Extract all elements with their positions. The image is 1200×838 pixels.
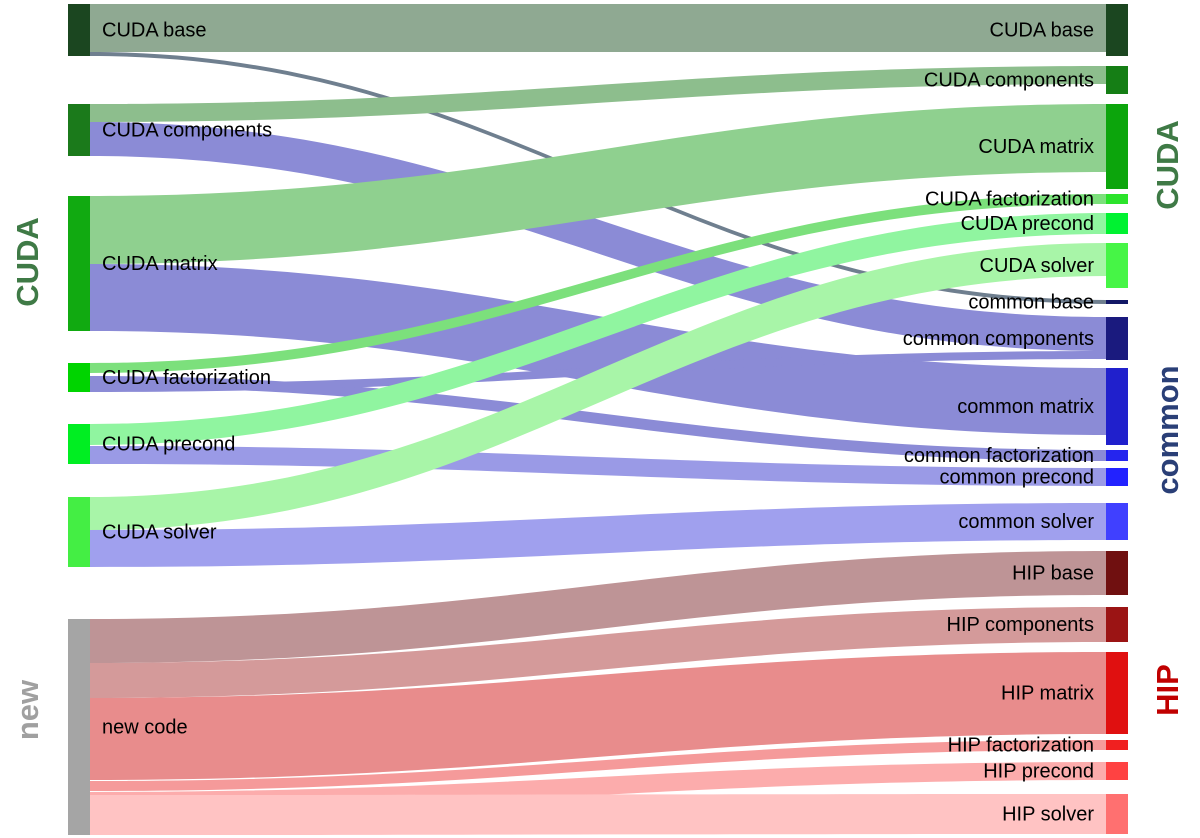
sankey-node[interactable] xyxy=(1106,503,1128,540)
sankey-link[interactable] xyxy=(90,104,1106,264)
sankey-node[interactable] xyxy=(1106,194,1128,204)
sankey-node-label: CUDA solver xyxy=(980,255,1095,277)
sankey-node[interactable] xyxy=(1106,794,1128,834)
sankey-link[interactable] xyxy=(90,4,1106,52)
sankey-node[interactable] xyxy=(1106,368,1128,445)
sankey-node-label: common precond xyxy=(939,466,1094,488)
sankey-node-label: CUDA solver xyxy=(102,521,217,543)
sankey-node-label: CUDA base xyxy=(990,19,1095,41)
sankey-node-label: new code xyxy=(102,716,188,738)
sankey-node[interactable] xyxy=(1106,300,1128,304)
sankey-node-label: common components xyxy=(903,328,1094,350)
sankey-group-label: common xyxy=(1150,365,1185,494)
sankey-node-label: common base xyxy=(968,291,1094,313)
sankey-node[interactable] xyxy=(1106,66,1128,94)
sankey-node-label: CUDA factorization xyxy=(925,188,1094,210)
sankey-node[interactable] xyxy=(68,619,90,835)
sankey-node-label: CUDA matrix xyxy=(102,253,218,275)
sankey-node[interactable] xyxy=(1106,317,1128,360)
sankey-link[interactable] xyxy=(90,194,1106,373)
sankey-node-label: common matrix xyxy=(957,396,1094,418)
sankey-node-label: CUDA precond xyxy=(961,213,1094,235)
sankey-node-label: HIP base xyxy=(1012,562,1094,584)
sankey-node-label: HIP factorization xyxy=(948,734,1094,756)
sankey-group-label: CUDA xyxy=(10,217,45,307)
sankey-node-label: CUDA components xyxy=(102,119,272,141)
sankey-node-label: HIP matrix xyxy=(1001,682,1094,704)
sankey-link[interactable] xyxy=(90,740,1106,791)
sankey-node[interactable] xyxy=(1106,762,1128,780)
sankey-node-label: HIP precond xyxy=(983,760,1094,782)
sankey-node-label: CUDA precond xyxy=(102,433,235,455)
sankey-link[interactable] xyxy=(90,66,1106,122)
sankey-node-label: common solver xyxy=(958,511,1094,533)
sankey-node-label: CUDA base xyxy=(102,19,207,41)
sankey-link[interactable] xyxy=(90,213,1106,445)
sankey-node[interactable] xyxy=(1106,740,1128,750)
sankey-node[interactable] xyxy=(1106,607,1128,642)
sankey-node[interactable] xyxy=(68,363,90,392)
sankey-link[interactable] xyxy=(90,652,1106,780)
sankey-link[interactable] xyxy=(90,551,1106,663)
sankey-node[interactable] xyxy=(68,424,90,464)
sankey-group-label: HIP xyxy=(1150,664,1185,716)
sankey-link[interactable] xyxy=(90,446,1106,486)
sankey-node-label: HIP components xyxy=(947,614,1095,636)
sankey-node[interactable] xyxy=(68,104,90,156)
sankey-link[interactable] xyxy=(90,376,1106,461)
sankey-node[interactable] xyxy=(1106,450,1128,461)
sankey-link[interactable] xyxy=(90,264,1106,435)
sankey-node[interactable] xyxy=(1106,104,1128,189)
sankey-group-label: new xyxy=(10,679,45,740)
sankey-node-label: common factorization xyxy=(904,445,1094,467)
sankey-node[interactable] xyxy=(68,196,90,331)
sankey-node[interactable] xyxy=(1106,4,1128,56)
sankey-group-label: CUDA xyxy=(1150,120,1185,210)
sankey-links xyxy=(90,4,1106,835)
sankey-node-label: CUDA matrix xyxy=(978,136,1094,158)
sankey-node[interactable] xyxy=(1106,213,1128,234)
sankey-node-label: CUDA factorization xyxy=(102,367,271,389)
sankey-node[interactable] xyxy=(1106,551,1128,595)
sankey-node[interactable] xyxy=(1106,243,1128,288)
sankey-nodes xyxy=(68,4,1128,835)
sankey-link[interactable] xyxy=(90,243,1106,530)
sankey-node-label: HIP solver xyxy=(1002,803,1094,825)
sankey-link[interactable] xyxy=(90,607,1106,698)
sankey-node-label: CUDA components xyxy=(924,69,1094,91)
sankey-node[interactable] xyxy=(1106,468,1128,486)
sankey-link[interactable] xyxy=(90,794,1106,835)
sankey-node[interactable] xyxy=(1106,652,1128,734)
sankey-node[interactable] xyxy=(68,4,90,56)
sankey-node[interactable] xyxy=(68,497,90,567)
sankey-link[interactable] xyxy=(90,503,1106,567)
